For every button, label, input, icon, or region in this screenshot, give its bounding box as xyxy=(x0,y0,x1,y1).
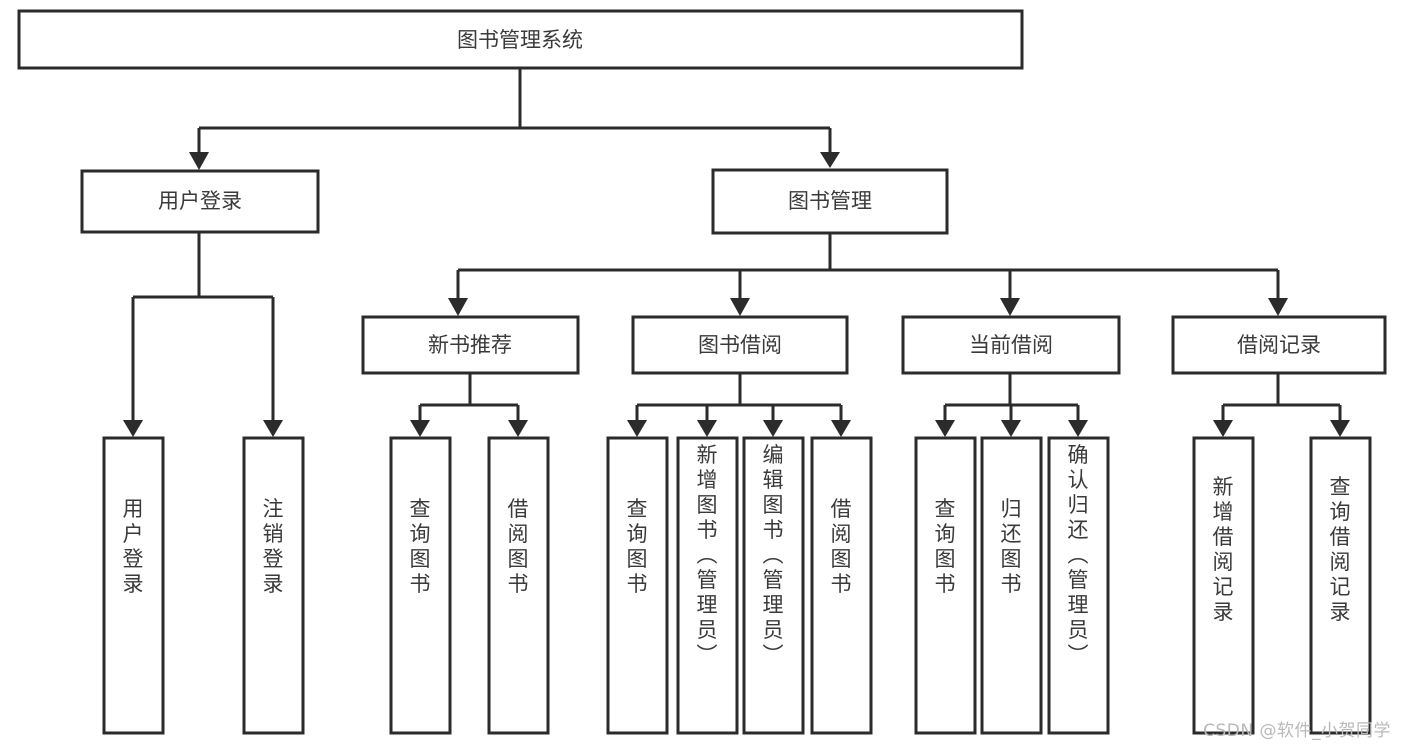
node-leaf-confirm-return-box[interactable] xyxy=(1047,436,1110,735)
node-current-borrow-box[interactable] xyxy=(901,315,1121,375)
node-leaf-logout[interactable]: 注销登录 xyxy=(242,436,305,735)
arrowhead-leaf-query-record xyxy=(1330,420,1350,437)
node-book-borrow[interactable]: 图书借阅 xyxy=(631,315,849,375)
node-current-borrow-label: 当前借阅 xyxy=(969,333,1053,357)
node-current-borrow[interactable]: 当前借阅 xyxy=(901,315,1121,375)
node-leaf-add-record-label: 新增借阅记录 xyxy=(1213,475,1234,624)
arrowhead-leaf-add-record xyxy=(1213,420,1233,437)
connectors-group xyxy=(131,68,1342,420)
node-leaf-add-book-box[interactable] xyxy=(676,436,739,735)
node-root-box[interactable] xyxy=(17,9,1024,70)
arrowhead-user-login xyxy=(189,152,209,170)
node-leaf-borrow-book-1-label: 借阅图书 xyxy=(508,497,529,596)
node-leaf-user-login[interactable]: 用户登录 xyxy=(102,436,165,735)
node-leaf-user-login-label: 用户登录 xyxy=(123,497,144,596)
node-leaf-add-record-box[interactable] xyxy=(1192,436,1255,735)
node-book-mgmt-box[interactable] xyxy=(711,168,949,235)
node-leaf-borrow-book-1[interactable]: 借阅图书 xyxy=(487,436,550,735)
node-leaf-query-book-3-box[interactable] xyxy=(914,436,977,735)
node-borrow-record-box[interactable] xyxy=(1171,315,1387,375)
arrowhead-book-mgmt xyxy=(820,152,840,168)
node-leaf-borrow-book-2-box[interactable] xyxy=(810,436,873,735)
arrowhead-leaf-query-book-2 xyxy=(627,420,647,437)
arrowhead-borrow-record xyxy=(1268,298,1288,316)
node-leaf-logout-box[interactable] xyxy=(242,436,305,735)
node-leaf-query-book-3[interactable]: 查询图书 xyxy=(914,436,977,735)
node-new-book-rec-label: 新书推荐 xyxy=(428,333,512,357)
arrowhead-leaf-edit-book xyxy=(763,420,783,437)
arrowhead-leaf-borrow-book-2 xyxy=(831,420,851,437)
node-leaf-edit-book-label: 编辑图书︵管理员︶ xyxy=(763,443,784,667)
node-borrow-record-label: 借阅记录 xyxy=(1237,333,1321,357)
node-root-label: 图书管理系统 xyxy=(457,28,583,52)
node-leaf-query-book-2-label: 查询图书 xyxy=(627,497,648,596)
arrowhead-leaf-borrow-book-1 xyxy=(508,420,528,437)
node-leaf-borrow-book-2-label: 借阅图书 xyxy=(831,497,852,596)
node-leaf-return-book-box[interactable] xyxy=(980,436,1043,735)
arrowhead-leaf-confirm-return xyxy=(1068,420,1088,437)
node-book-borrow-box[interactable] xyxy=(631,315,849,375)
node-leaf-query-book-2-box[interactable] xyxy=(606,436,669,735)
node-leaf-add-book[interactable]: 新增图书︵管理员︶ xyxy=(676,436,739,735)
arrowhead-book-borrow xyxy=(730,298,750,316)
node-leaf-edit-book[interactable]: 编辑图书︵管理员︶ xyxy=(742,436,805,735)
arrowhead-current-borrow xyxy=(1000,298,1020,316)
arrowhead-leaf-logout xyxy=(263,420,283,437)
csdn-watermark: CSDN @软件_小贺同学 xyxy=(1203,721,1391,741)
arrowhead-leaf-query-book-3 xyxy=(935,420,955,437)
node-leaf-query-book-2[interactable]: 查询图书 xyxy=(606,436,669,735)
node-book-mgmt-label: 图书管理 xyxy=(788,189,872,213)
node-leaf-query-record[interactable]: 查询借阅记录 xyxy=(1309,436,1372,735)
node-leaf-return-book[interactable]: 归还图书 xyxy=(980,436,1043,735)
node-new-book-rec[interactable]: 新书推荐 xyxy=(361,315,580,375)
node-leaf-user-login-box[interactable] xyxy=(102,436,165,735)
arrowhead-leaf-query-book-1 xyxy=(410,420,430,437)
node-leaf-query-book-1-label: 查询图书 xyxy=(410,497,431,596)
node-leaf-query-book-1[interactable]: 查询图书 xyxy=(389,436,452,735)
node-leaf-add-record[interactable]: 新增借阅记录 xyxy=(1192,436,1255,735)
node-borrow-record[interactable]: 借阅记录 xyxy=(1171,315,1387,375)
node-leaf-query-record-box[interactable] xyxy=(1309,436,1372,735)
node-user-login[interactable]: 用户登录 xyxy=(80,169,320,234)
node-leaf-return-book-label: 归还图书 xyxy=(1001,497,1022,596)
arrowheads-group xyxy=(123,152,1350,437)
node-book-mgmt[interactable]: 图书管理 xyxy=(711,168,949,235)
arrowhead-leaf-return-book xyxy=(1001,420,1021,437)
node-leaf-borrow-book-1-box[interactable] xyxy=(487,436,550,735)
node-leaf-query-book-3-label: 查询图书 xyxy=(935,497,956,596)
node-leaf-edit-book-box[interactable] xyxy=(742,436,805,735)
node-leaf-query-record-label: 查询借阅记录 xyxy=(1330,475,1351,624)
arrowhead-new-book-rec xyxy=(448,298,468,316)
node-leaf-query-book-1-box[interactable] xyxy=(389,436,452,735)
node-leaf-confirm-return-label: 确认归还︵管理员︶ xyxy=(1068,443,1089,667)
node-leaf-add-book-label: 新增图书︵管理员︶ xyxy=(697,443,718,667)
node-leaf-logout-label: 注销登录 xyxy=(263,497,284,596)
node-new-book-rec-box[interactable] xyxy=(361,315,580,375)
node-root[interactable]: 图书管理系统 xyxy=(17,9,1024,70)
arrowhead-leaf-add-book xyxy=(697,420,717,437)
node-book-borrow-label: 图书借阅 xyxy=(698,333,782,357)
node-user-login-label: 用户登录 xyxy=(158,189,242,213)
arrowhead-leaf-user-login xyxy=(123,420,143,437)
node-leaf-confirm-return[interactable]: 确认归还︵管理员︶ xyxy=(1047,436,1110,735)
node-leaf-borrow-book-2[interactable]: 借阅图书 xyxy=(810,436,873,735)
node-user-login-box[interactable] xyxy=(80,169,320,234)
